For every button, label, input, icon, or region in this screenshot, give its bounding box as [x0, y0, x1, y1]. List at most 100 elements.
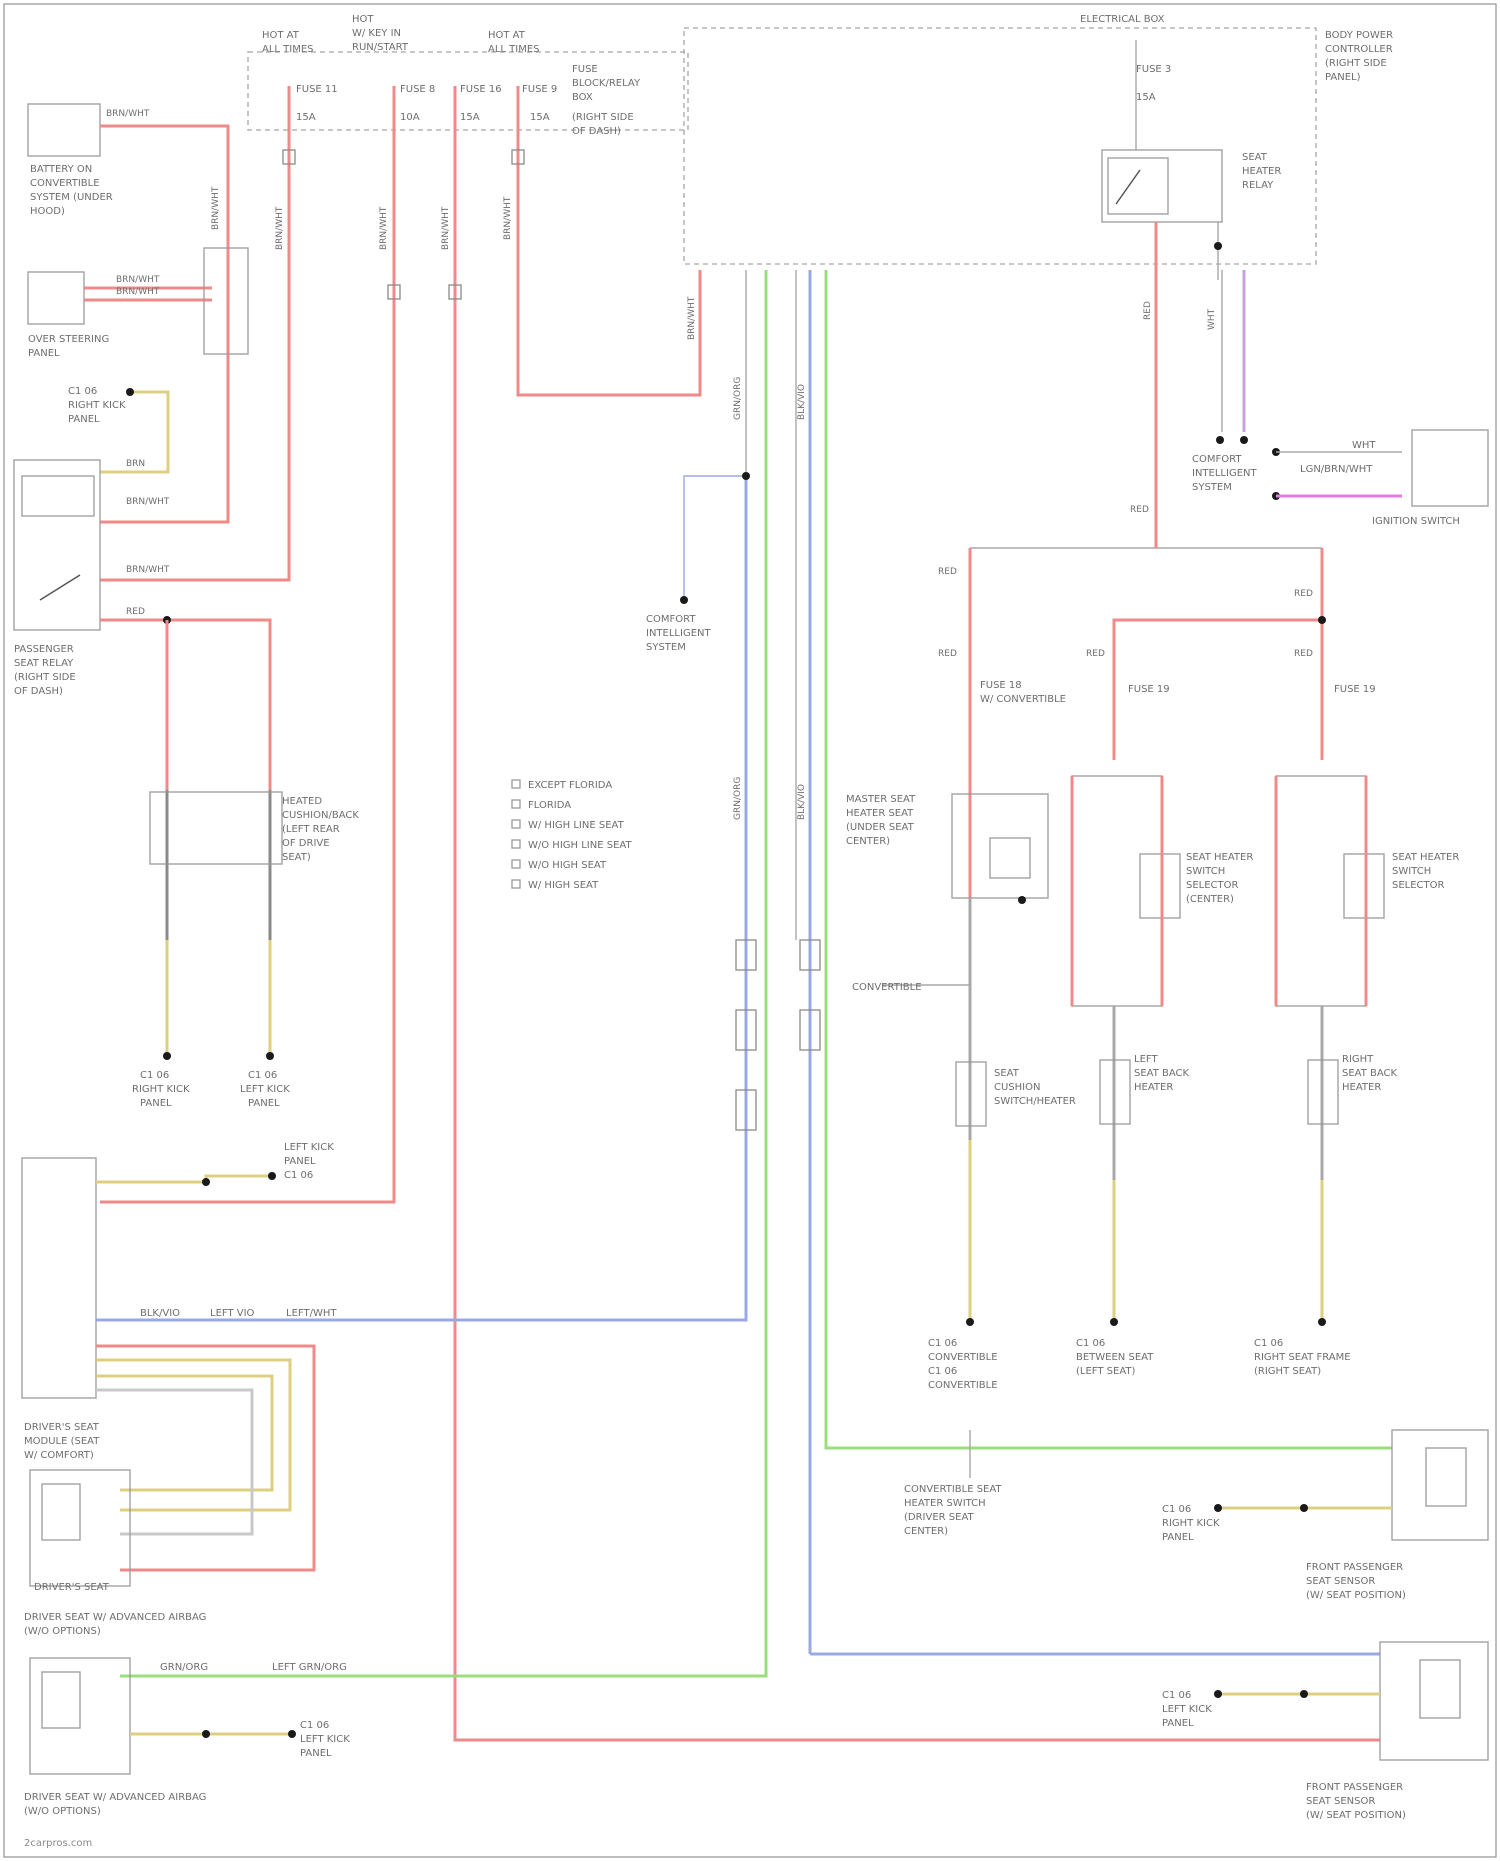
seat-heater-selector-right	[1276, 776, 1366, 1006]
svg-text:HEATER SWITCH: HEATER SWITCH	[904, 1498, 986, 1509]
svg-text:(LEFT REAR: (LEFT REAR	[282, 824, 340, 835]
wire-red-fuse8	[100, 86, 394, 1202]
svg-text:SYSTEM: SYSTEM	[646, 642, 686, 653]
svg-text:DRIVER'S SEAT: DRIVER'S SEAT	[34, 1582, 110, 1593]
svg-text:BRN/WHT: BRN/WHT	[126, 565, 170, 575]
wire-red-driver-feed	[96, 1346, 314, 1570]
svg-text:(UNDER SEAT: (UNDER SEAT	[846, 822, 915, 833]
svg-text:OF DASH): OF DASH)	[14, 686, 63, 697]
svg-text:BLK/VIO: BLK/VIO	[797, 784, 807, 820]
svg-text:(RIGHT SEAT): (RIGHT SEAT)	[1254, 1366, 1321, 1377]
svg-text:(W/O OPTIONS): (W/O OPTIONS)	[24, 1626, 101, 1637]
svg-text:RIGHT SEAT FRAME: RIGHT SEAT FRAME	[1254, 1352, 1351, 1363]
passenger-seat-relay	[14, 460, 100, 630]
svg-text:C1 06: C1 06	[1254, 1338, 1283, 1349]
ignition-switch	[1412, 430, 1488, 506]
svg-text:C1 06: C1 06	[284, 1170, 313, 1181]
svg-text:BRN/WHT: BRN/WHT	[275, 206, 285, 250]
svg-text:RED: RED	[1294, 649, 1313, 659]
svg-text:OF DASH): OF DASH)	[572, 126, 621, 137]
svg-text:PANEL: PANEL	[300, 1748, 332, 1759]
svg-text:W/ COMFORT): W/ COMFORT)	[24, 1450, 94, 1461]
svg-text:LEFT KICK: LEFT KICK	[240, 1084, 290, 1095]
seat-heater-switch-left	[150, 792, 282, 864]
svg-text:15A: 15A	[296, 112, 316, 123]
svg-text:BATTERY ON: BATTERY ON	[30, 164, 92, 175]
svg-text:HOT AT: HOT AT	[262, 30, 300, 41]
svg-text:C1 06: C1 06	[248, 1070, 277, 1081]
wire-green-right	[826, 270, 1392, 1448]
svg-text:CONVERTIBLE: CONVERTIBLE	[30, 178, 100, 189]
svg-text:W/ KEY IN: W/ KEY IN	[352, 28, 401, 39]
driver-seat-module	[22, 1158, 96, 1398]
svg-text:RIGHT KICK: RIGHT KICK	[68, 400, 126, 411]
svg-text:FUSE 3: FUSE 3	[1136, 64, 1171, 75]
master-seat-heater-module	[952, 794, 1048, 898]
svg-text:BRN/WHT: BRN/WHT	[116, 287, 160, 297]
svg-text:RIGHT KICK: RIGHT KICK	[1162, 1518, 1220, 1529]
svg-text:BLK/VIO: BLK/VIO	[140, 1308, 180, 1319]
svg-text:(RIGHT SIDE: (RIGHT SIDE	[14, 672, 76, 683]
svg-text:PANEL: PANEL	[284, 1156, 316, 1167]
svg-text:C1 06: C1 06	[928, 1338, 957, 1349]
svg-text:BRN/WHT: BRN/WHT	[126, 497, 170, 507]
svg-text:SEAT: SEAT	[994, 1068, 1020, 1079]
svg-text:15A: 15A	[1136, 92, 1156, 103]
svg-text:(W/ SEAT POSITION): (W/ SEAT POSITION)	[1306, 1810, 1406, 1821]
svg-text:FUSE 18: FUSE 18	[980, 680, 1022, 691]
svg-text:BRN/WHT: BRN/WHT	[106, 109, 150, 119]
svg-text:RED: RED	[938, 649, 957, 659]
svg-text:(RIGHT SIDE: (RIGHT SIDE	[572, 112, 634, 123]
svg-text:CONTROLLER: CONTROLLER	[1325, 44, 1393, 55]
svg-text:SEAT BACK: SEAT BACK	[1342, 1068, 1398, 1079]
svg-text:COMFORT: COMFORT	[646, 614, 696, 625]
svg-text:HEATED: HEATED	[282, 796, 322, 807]
svg-text:BLOCK/RELAY: BLOCK/RELAY	[572, 78, 641, 89]
svg-text:SWITCH: SWITCH	[1186, 866, 1225, 877]
wire-yellow-ground2	[96, 1176, 272, 1182]
svg-text:C1 06: C1 06	[300, 1720, 329, 1731]
inline-connectors-top	[283, 150, 524, 299]
svg-text:LEFT/WHT: LEFT/WHT	[286, 1308, 337, 1319]
svg-text:RELAY: RELAY	[1242, 180, 1274, 191]
svg-text:(W/O OPTIONS): (W/O OPTIONS)	[24, 1806, 101, 1817]
svg-text:C1 06: C1 06	[68, 386, 97, 397]
wire-blue-comm	[96, 476, 746, 1320]
svg-text:PASSENGER: PASSENGER	[14, 644, 74, 655]
battery-box	[28, 104, 100, 156]
svg-text:CONVERTIBLE SEAT: CONVERTIBLE SEAT	[904, 1484, 1002, 1495]
svg-text:SEAT RELAY: SEAT RELAY	[14, 658, 74, 669]
svg-text:PANEL: PANEL	[140, 1098, 172, 1109]
legend: EXCEPT FLORIDA FLORIDA W/ HIGH LINE SEAT…	[512, 780, 632, 891]
module-side-label: BODY POWER	[1325, 30, 1393, 41]
svg-text:SYSTEM (UNDER: SYSTEM (UNDER	[30, 192, 113, 203]
svg-text:10A: 10A	[400, 112, 420, 123]
svg-text:LEFT GRN/ORG: LEFT GRN/ORG	[272, 1662, 347, 1673]
svg-text:BRN/WHT: BRN/WHT	[211, 186, 221, 230]
svg-text:HEATER SEAT: HEATER SEAT	[846, 808, 914, 819]
svg-text:(RIGHT SIDE: (RIGHT SIDE	[1325, 58, 1387, 69]
svg-text:CENTER): CENTER)	[904, 1526, 948, 1537]
svg-text:INTELLIGENT: INTELLIGENT	[646, 628, 711, 639]
svg-text:OVER STEERING: OVER STEERING	[28, 334, 109, 345]
svg-text:LEFT VIO: LEFT VIO	[210, 1308, 255, 1319]
svg-text:RIGHT: RIGHT	[1342, 1054, 1374, 1065]
svg-text:RUN/START: RUN/START	[352, 42, 409, 53]
svg-text:MASTER SEAT: MASTER SEAT	[846, 794, 916, 805]
svg-text:BRN/WHT: BRN/WHT	[379, 206, 389, 250]
svg-text:BOX: BOX	[572, 92, 593, 103]
svg-text:C1 06: C1 06	[1162, 1690, 1191, 1701]
svg-text:FRONT PASSENGER: FRONT PASSENGER	[1306, 1562, 1403, 1573]
svg-text:FUSE 19: FUSE 19	[1128, 684, 1170, 695]
svg-text:BRN/WHT: BRN/WHT	[116, 275, 160, 285]
legend-item-2: W/ HIGH LINE SEAT	[528, 820, 625, 831]
svg-text:PANEL: PANEL	[68, 414, 100, 425]
svg-text:FUSE 9: FUSE 9	[522, 84, 557, 95]
svg-text:SWITCH/HEATER: SWITCH/HEATER	[994, 1096, 1076, 1107]
svg-text:(W/ SEAT POSITION): (W/ SEAT POSITION)	[1306, 1590, 1406, 1601]
wire-red-relay-out	[100, 620, 270, 640]
wire-red-battery	[100, 126, 228, 522]
svg-text:CENTER): CENTER)	[846, 836, 890, 847]
svg-text:(LEFT SEAT): (LEFT SEAT)	[1076, 1366, 1135, 1377]
